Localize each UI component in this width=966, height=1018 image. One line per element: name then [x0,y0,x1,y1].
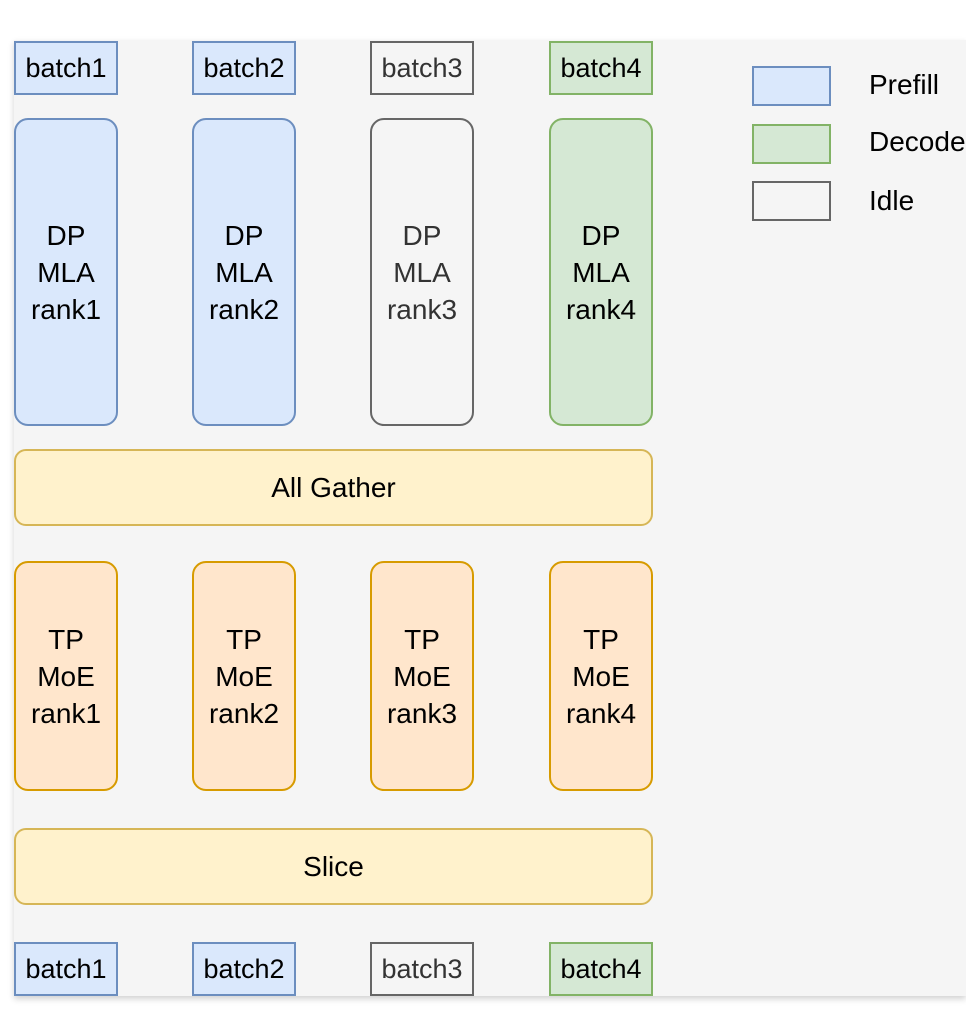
legend-decode-swatch [752,124,831,164]
all-gather-bar: All Gather [14,449,653,526]
legend-idle-swatch [752,181,831,221]
input-batch-3: batch3 [370,41,474,95]
legend-idle-label: Idle [869,185,915,216]
dp-mla-rank-4: DP MLA rank4 [549,118,653,426]
output-batch-2: batch2 [192,942,296,996]
tp-moe-rank-2: TP MoE rank2 [192,561,296,791]
dp-mla-rank-2: DP MLA rank2 [192,118,296,426]
legend-decode-label: Decode [869,126,966,157]
output-batch-3: batch3 [370,942,474,996]
legend-prefill-label: Prefill [869,69,940,100]
output-batch-1: batch1 [14,942,118,996]
dp-mla-rank-1: DP MLA rank1 [14,118,118,426]
input-batch-1: batch1 [14,41,118,95]
dp-mla-rank-3: DP MLA rank3 [370,118,474,426]
input-batch-4: batch4 [549,41,653,95]
input-batch-2: batch2 [192,41,296,95]
slice-bar: Slice [14,828,653,905]
output-batch-4: batch4 [549,942,653,996]
tp-moe-rank-3: TP MoE rank3 [370,561,474,791]
legend-prefill-swatch [752,66,831,106]
tp-moe-rank-4: TP MoE rank4 [549,561,653,791]
tp-moe-rank-1: TP MoE rank1 [14,561,118,791]
